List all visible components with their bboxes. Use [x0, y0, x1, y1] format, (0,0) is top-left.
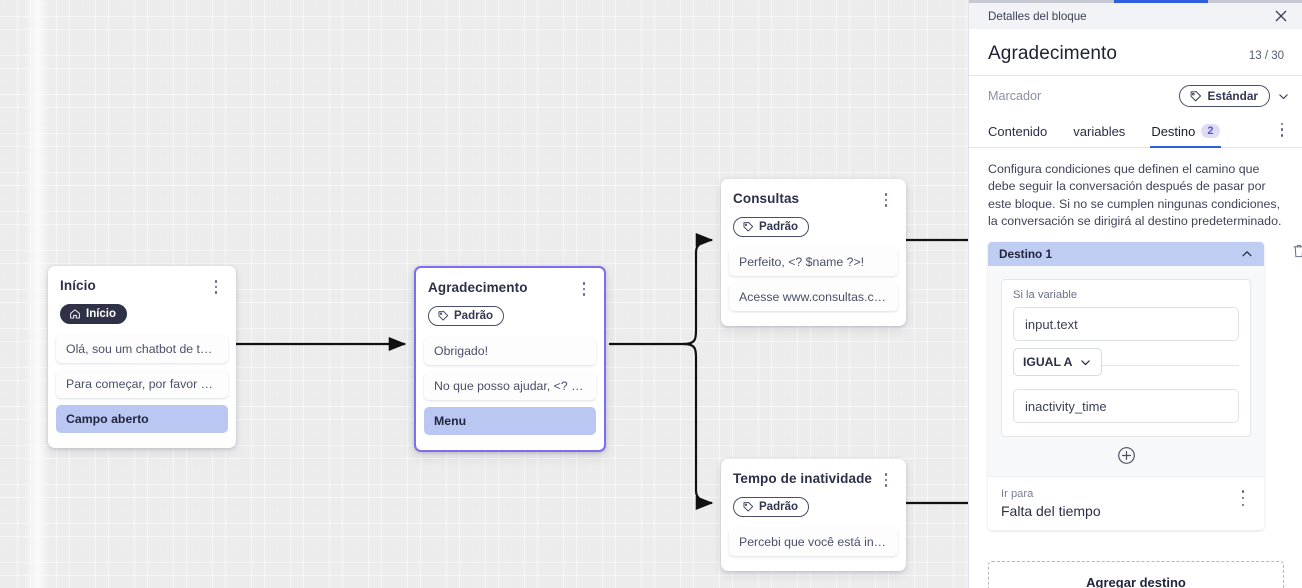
flow-edges [236, 232, 968, 511]
goto-menu-icon[interactable] [1235, 488, 1251, 508]
variable-input[interactable]: input.text [1013, 307, 1239, 342]
node-tag[interactable]: Início [60, 304, 128, 324]
add-condition-row [988, 437, 1264, 476]
node-menu-icon[interactable] [208, 278, 224, 296]
tab-contenido[interactable]: Contenido [988, 124, 1047, 148]
chevron-down-icon[interactable] [1277, 90, 1290, 103]
page-title: Agradecimento [988, 43, 1118, 64]
node-tag-label: Padrão [759, 221, 798, 233]
node-tag-label: Padrão [759, 501, 798, 513]
node-message[interactable]: Para começar, por favor digite o ... [56, 370, 228, 398]
node-header: Agradecimento [416, 268, 604, 298]
flow-node-consultas[interactable]: Consultas Padrão Perfeito, <? $name ?>! … [721, 179, 906, 326]
marker-value: Estándar [1207, 89, 1258, 103]
marker-label: Marcador [988, 89, 1042, 103]
operator-value: IGUAL A [1023, 355, 1073, 370]
destination-card: Destino 1 Si la variable input.text IGUA… [988, 242, 1264, 531]
tag-icon [743, 501, 754, 512]
node-title: Tempo de inatividade [733, 471, 873, 486]
node-message-highlight[interactable]: Campo aberto [56, 405, 228, 433]
node-header: Início [48, 266, 236, 296]
operator-select[interactable]: IGUAL A [1013, 348, 1103, 377]
node-tag[interactable]: Padrão [733, 217, 809, 237]
marker-tag-button[interactable]: Estándar [1178, 85, 1270, 107]
node-message[interactable]: Perfeito, <? $name ?>! [729, 248, 898, 276]
trash-icon[interactable] [1292, 243, 1302, 259]
add-destination-button[interactable]: Agregar destino [988, 561, 1284, 588]
node-tag-row: Padrão [721, 489, 906, 528]
node-tag-row: Padrão [721, 209, 906, 248]
char-counter: 13 / 30 [1248, 50, 1284, 62]
panel-overflow-menu-icon[interactable] [1274, 121, 1290, 139]
node-tag-label: Padrão [454, 310, 493, 322]
node-title: Consultas [733, 191, 800, 206]
node-header: Consultas [721, 179, 906, 209]
close-icon[interactable] [1273, 8, 1289, 24]
panel-body: Agradecimento 13 / 30 Marcador Estándar [969, 29, 1302, 588]
node-message-highlight[interactable]: Menu [424, 407, 596, 435]
condition-box: Si la variable input.text IGUAL A in [1001, 279, 1251, 438]
destination-wrapper: Destino 1 Si la variable input.text IGUA… [988, 242, 1302, 531]
node-menu-icon[interactable] [878, 471, 894, 489]
node-message[interactable]: Obrigado! [424, 337, 596, 365]
active-tab-accent-bar [1114, 0, 1208, 3]
chevron-down-icon [1081, 359, 1091, 365]
chevron-up-icon[interactable] [1240, 247, 1254, 261]
tab-label: variables [1073, 123, 1126, 139]
node-message[interactable]: Olá, sou um chatbot de teste! [56, 335, 228, 363]
goto-value: Falta del tiempo [1001, 503, 1101, 520]
panel-description: Configura condiciones que definen el cam… [988, 162, 1282, 228]
panel-header: Detalles del bloque [969, 3, 1302, 29]
node-title: Início [60, 278, 96, 293]
operator-row: IGUAL A [1013, 348, 1239, 382]
tab-badge: 2 [1201, 124, 1220, 138]
node-title: Agradecimento [428, 280, 528, 295]
home-icon [70, 309, 80, 319]
edge-agradecimento-inatividade [683, 342, 714, 511]
panel-tabs: Contenido variables Destino 2 [969, 116, 1302, 148]
tag-icon [743, 221, 754, 232]
edge-agradecimento-consultas [683, 232, 714, 346]
node-tag[interactable]: Padrão [428, 306, 504, 326]
destination-header-label: Destino 1 [999, 247, 1053, 262]
plus-circle-icon[interactable] [1117, 446, 1136, 465]
goto-text-group: Ir para Falta del tiempo [1001, 488, 1101, 519]
block-details-panel: Detalles del bloque Agradecimento 13 / 3… [968, 0, 1302, 588]
tab-label: Destino [1151, 123, 1196, 139]
node-menu-icon[interactable] [878, 191, 894, 209]
operator-divider [1013, 365, 1239, 367]
flow-canvas[interactable]: Início Início Olá, sou um chatbot de tes… [0, 0, 968, 588]
tag-icon [438, 310, 449, 321]
node-tag-row: Padrão [416, 298, 604, 337]
node-tag-label: Início [86, 308, 117, 320]
node-tag-row: Início [48, 296, 236, 335]
comparison-value-input[interactable]: inactivity_time [1013, 389, 1239, 424]
panel-header-title: Detalles del bloque [988, 9, 1087, 23]
flow-node-inicio[interactable]: Início Início Olá, sou um chatbot de tes… [48, 266, 236, 448]
condition-label: Si la variable [1013, 289, 1078, 302]
node-menu-icon[interactable] [576, 280, 592, 298]
node-message[interactable]: Percebi que você está inativo. C... [729, 528, 898, 556]
tab-variables[interactable]: variables [1073, 124, 1125, 148]
node-message[interactable]: No que posso ajudar, <? $name ... [424, 372, 596, 400]
node-header: Tempo de inatividade [721, 459, 906, 489]
block-title-row: Agradecimento 13 / 30 [969, 29, 1302, 76]
tag-icon [1190, 90, 1201, 101]
marker-control[interactable]: Estándar [1178, 85, 1290, 107]
goto-card[interactable]: Ir para Falta del tiempo [988, 476, 1264, 531]
marker-row: Marcador Estándar [969, 76, 1302, 116]
destination-header[interactable]: Destino 1 [988, 242, 1264, 267]
node-message[interactable]: Acesse www.consultas.com par... [729, 283, 898, 311]
flow-node-tempo-inatividade[interactable]: Tempo de inatividade Padrão Percebi que … [721, 459, 906, 571]
goto-label: Ir para [1001, 488, 1034, 501]
node-tag[interactable]: Padrão [733, 497, 809, 517]
tab-destino[interactable]: Destino 2 [1150, 123, 1221, 148]
flow-node-agradecimento[interactable]: Agradecimento Padrão Obrigado! No que po… [414, 266, 606, 452]
tab-label: Contenido [988, 123, 1048, 139]
